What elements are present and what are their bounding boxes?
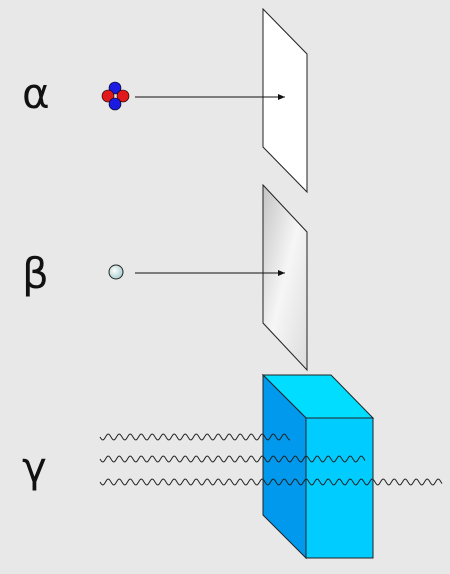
gamma-wave-3 (99, 478, 443, 486)
beta-particle-icon (108, 264, 124, 280)
gamma-wave-1 (99, 433, 291, 441)
paper-sheet (262, 7, 308, 194)
beta-label: β (22, 249, 49, 298)
alpha-particle-icon (101, 81, 130, 111)
gamma-wave-2 (99, 455, 366, 463)
gamma-wave-icon (99, 433, 443, 486)
aluminium-sheet (262, 183, 308, 372)
lead-block (261, 373, 375, 560)
alpha-label: α (22, 69, 50, 118)
gamma-label: γ (22, 443, 47, 492)
lead-block-front (305, 417, 374, 559)
